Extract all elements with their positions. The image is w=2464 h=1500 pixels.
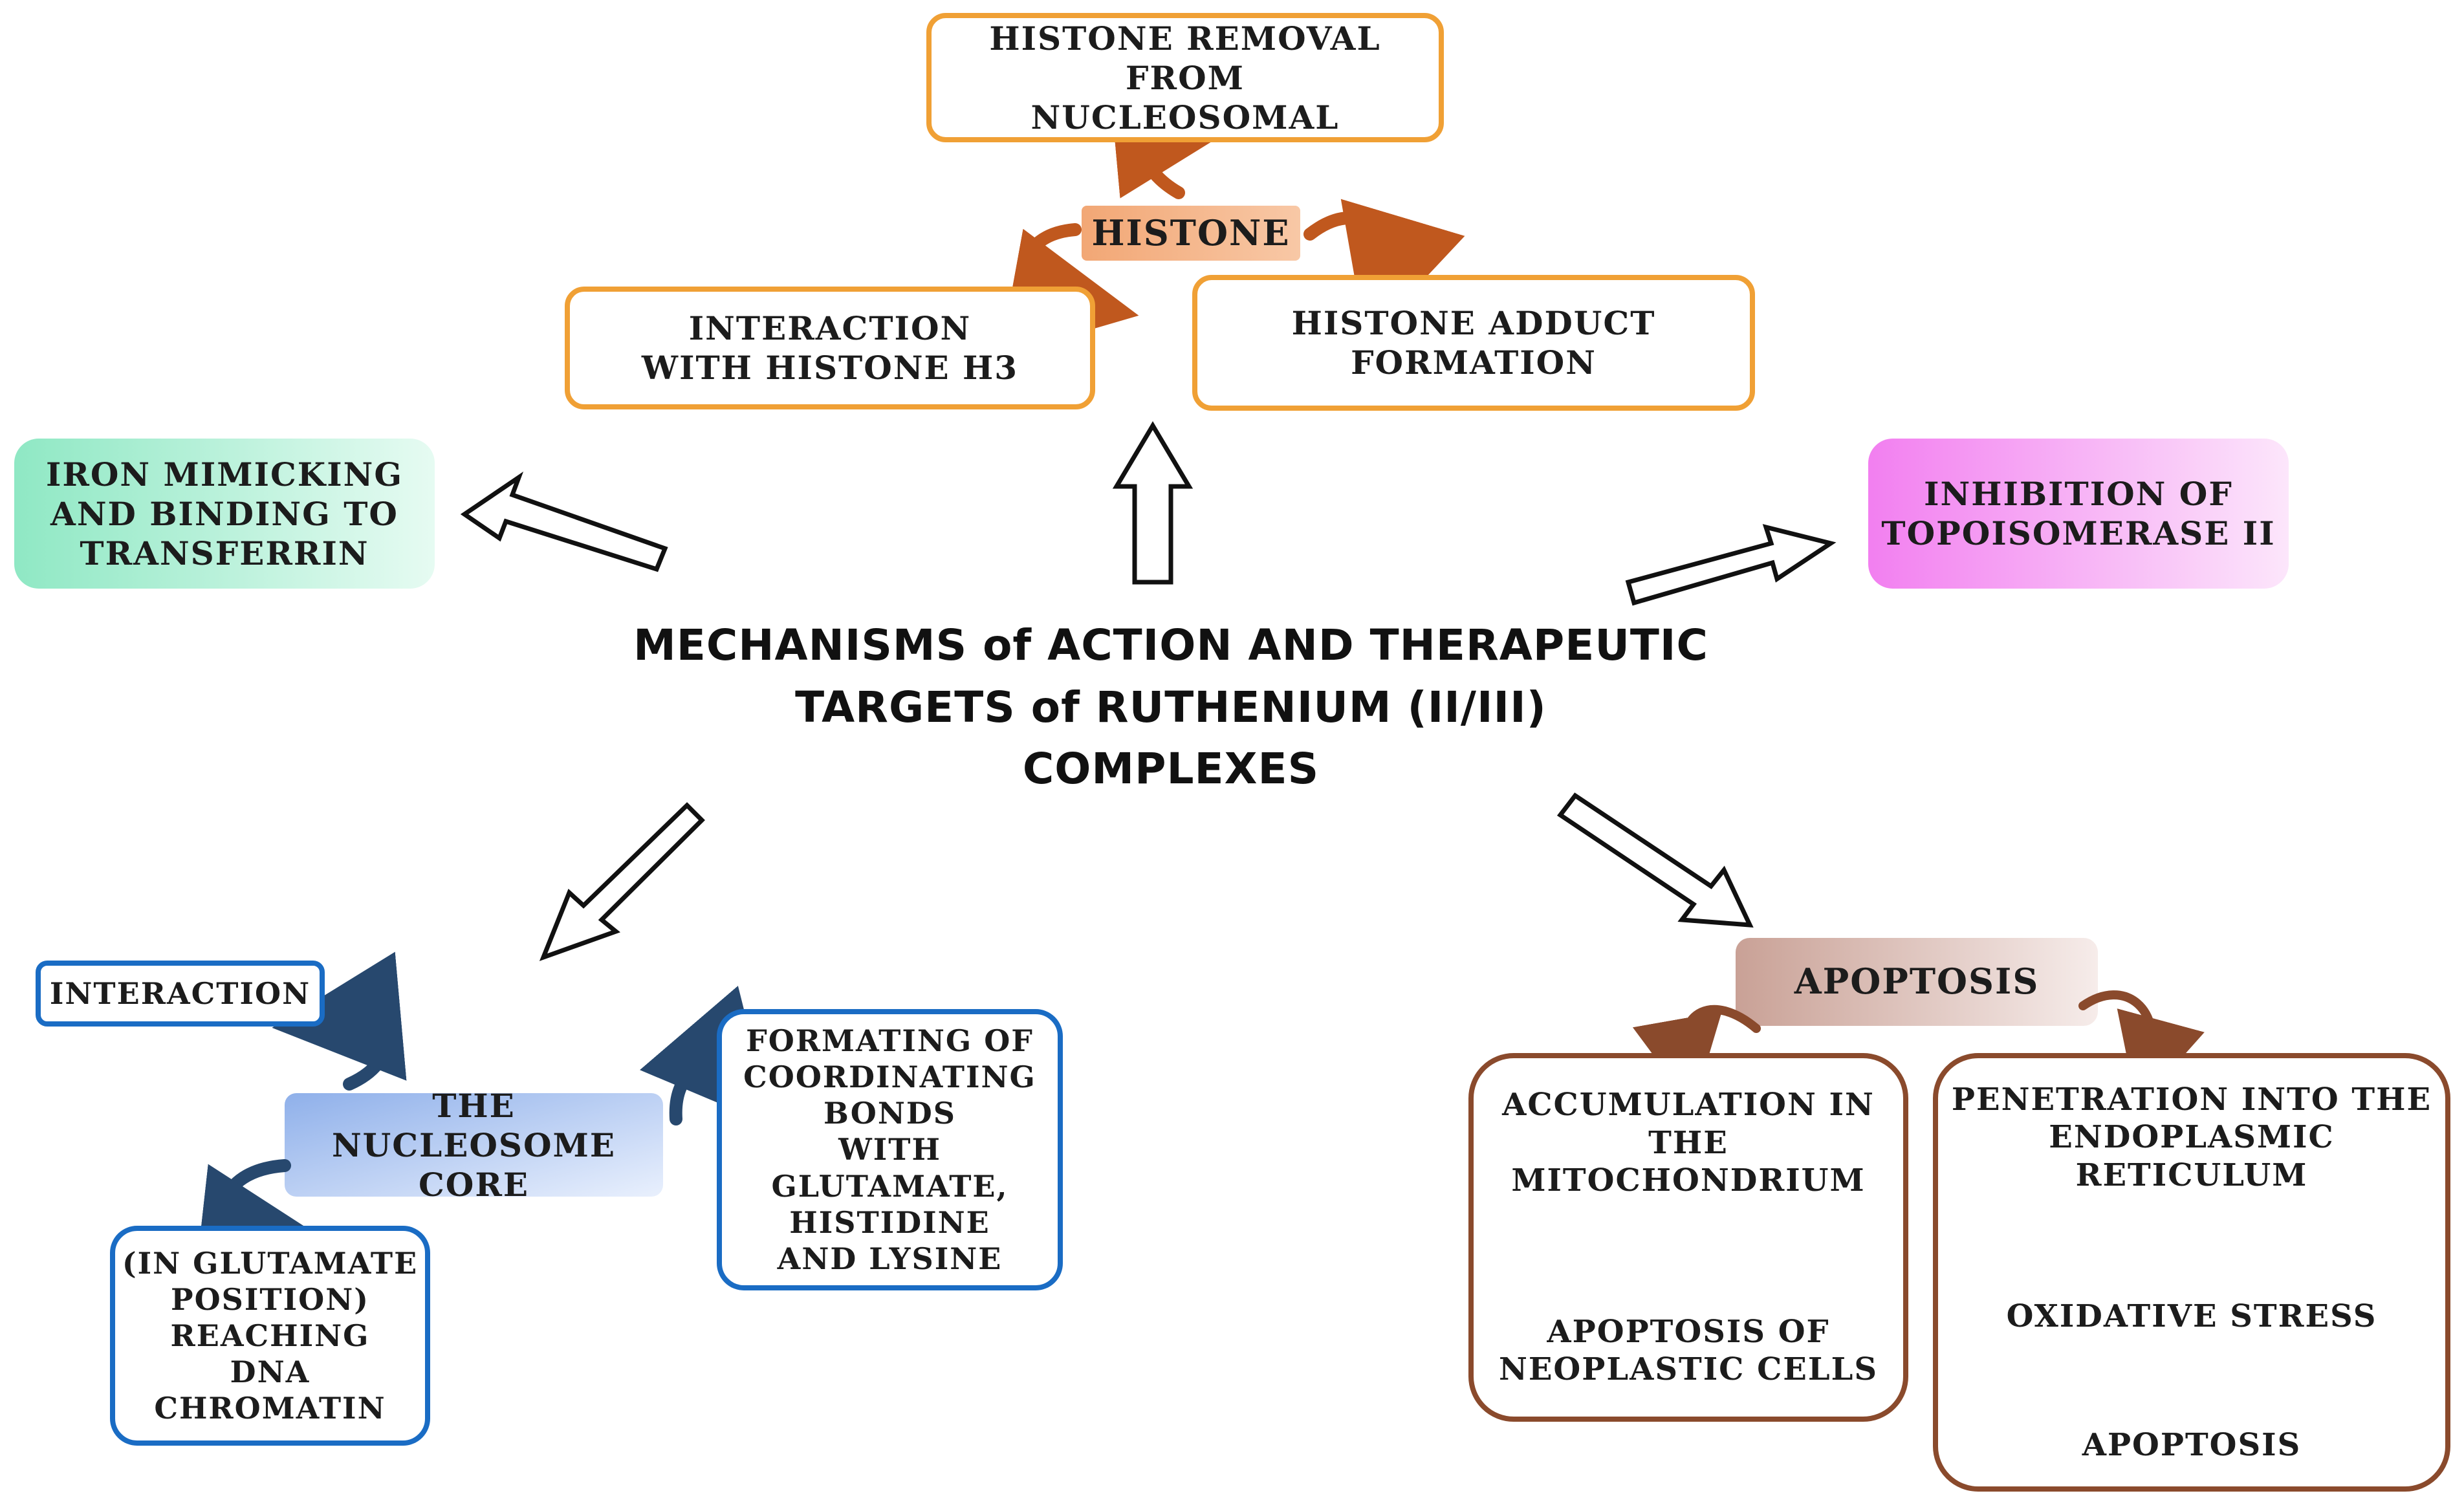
- title-line-3: COMPLEXES: [1022, 744, 1320, 794]
- hollow-arrow-down-left: [539, 802, 705, 961]
- curl-arrow-apoptosis-to-er: [2078, 990, 2205, 1108]
- topo-node: INHIBITION OF TOPOISOMERASE II: [1868, 439, 2289, 589]
- hollow-arrow-up-right: [1625, 524, 1837, 606]
- bonds-box: FORMATING OF COORDINATING BONDS WITH GLU…: [717, 1009, 1063, 1290]
- title-line-1: MECHANISMS of ACTION AND THERAPEUTIC: [633, 620, 1708, 670]
- bonds-label: FORMATING OF COORDINATING BONDS WITH GLU…: [743, 1023, 1036, 1276]
- apoptosis-hub: APOPTOSIS: [1736, 938, 2098, 1026]
- curl-arrow-nucleosome-to-interaction: [272, 951, 407, 1091]
- histone-hub: HISTONE: [1082, 206, 1300, 261]
- histone-h3-label: INTERACTION WITH HISTONE H3: [641, 309, 1019, 387]
- mito-bottom-label: APOPTOSIS OF NEOPLASTIC CELLS: [1498, 1313, 1879, 1388]
- iron-box: [14, 439, 435, 589]
- nucleosome-interaction-label: INTERACTION: [49, 975, 311, 1011]
- apoptosis-hub-box: [1736, 938, 2098, 1026]
- topo-label: INHIBITION OF TOPOISOMERASE II: [1881, 475, 2276, 552]
- histone-adduct-box: HISTONE ADDUCT FORMATION: [1192, 275, 1755, 411]
- er-bottom-label: APOPTOSIS: [2082, 1426, 2302, 1463]
- nucleosome-hub-box: [285, 1093, 663, 1197]
- mito-top-label: ACCUMULATION IN THE MITOCHONDRIUM: [1502, 1087, 1875, 1199]
- nucleosome-interaction-box: INTERACTION: [36, 961, 325, 1027]
- histone-removal-box: HISTONE REMOVAL FROM NUCLEOSOMAL: [926, 13, 1444, 142]
- title-line-2: TARGETS of RUTHENIUM (II/III): [795, 682, 1547, 732]
- iron-node: IRON MIMICKING AND BINDING TO TRANSFERRI…: [14, 439, 435, 589]
- nucleosome-hub-label: THE NUCLEOSOME CORE: [331, 1086, 616, 1204]
- topo-box: [1868, 439, 2289, 589]
- curl-arrow-histone-to-adduct: [1303, 199, 1465, 342]
- glutamate-label: (IN GLUTAMATE POSITION) REACHING DNA CHR…: [122, 1245, 419, 1426]
- mito-box: ACCUMULATION IN THE MITOCHONDRIUM APOPTO…: [1468, 1053, 1908, 1422]
- er-top-label: PENETRATION INTO THE ENDOPLASMIC RETICUL…: [1951, 1081, 2432, 1193]
- glutamate-box: (IN GLUTAMATE POSITION) REACHING DNA CHR…: [110, 1226, 430, 1446]
- nucleosome-hub: THE NUCLEOSOME CORE: [285, 1087, 663, 1204]
- curl-arrow-apoptosis-to-mito: [1632, 1005, 1761, 1109]
- central-title: MECHANISMS of ACTION AND THERAPEUTIC TAR…: [582, 614, 1760, 800]
- iron-label: IRON MIMICKING AND BINDING TO TRANSFERRI…: [45, 455, 404, 572]
- er-mid-label: OXIDATIVE STRESS: [2006, 1298, 2377, 1335]
- curl-arrow-nucleosome-to-glutamate: [193, 1159, 330, 1293]
- histone-h3-box: INTERACTION WITH HISTONE H3: [565, 287, 1095, 409]
- hollow-arrow-up: [1112, 421, 1194, 585]
- er-box: PENETRATION INTO THE ENDOPLASMIC RETICUL…: [1933, 1053, 2450, 1492]
- apoptosis-hub-label: APOPTOSIS: [1794, 961, 2040, 1003]
- histone-hub-label: HISTONE: [1091, 212, 1291, 254]
- hollow-arrow-up-left: [460, 471, 668, 572]
- histone-adduct-label: HISTONE ADDUCT FORMATION: [1291, 304, 1656, 382]
- hollow-arrow-down-right: [1556, 792, 1754, 928]
- histone-removal-label: HISTONE REMOVAL FROM NUCLEOSOMAL: [989, 19, 1381, 136]
